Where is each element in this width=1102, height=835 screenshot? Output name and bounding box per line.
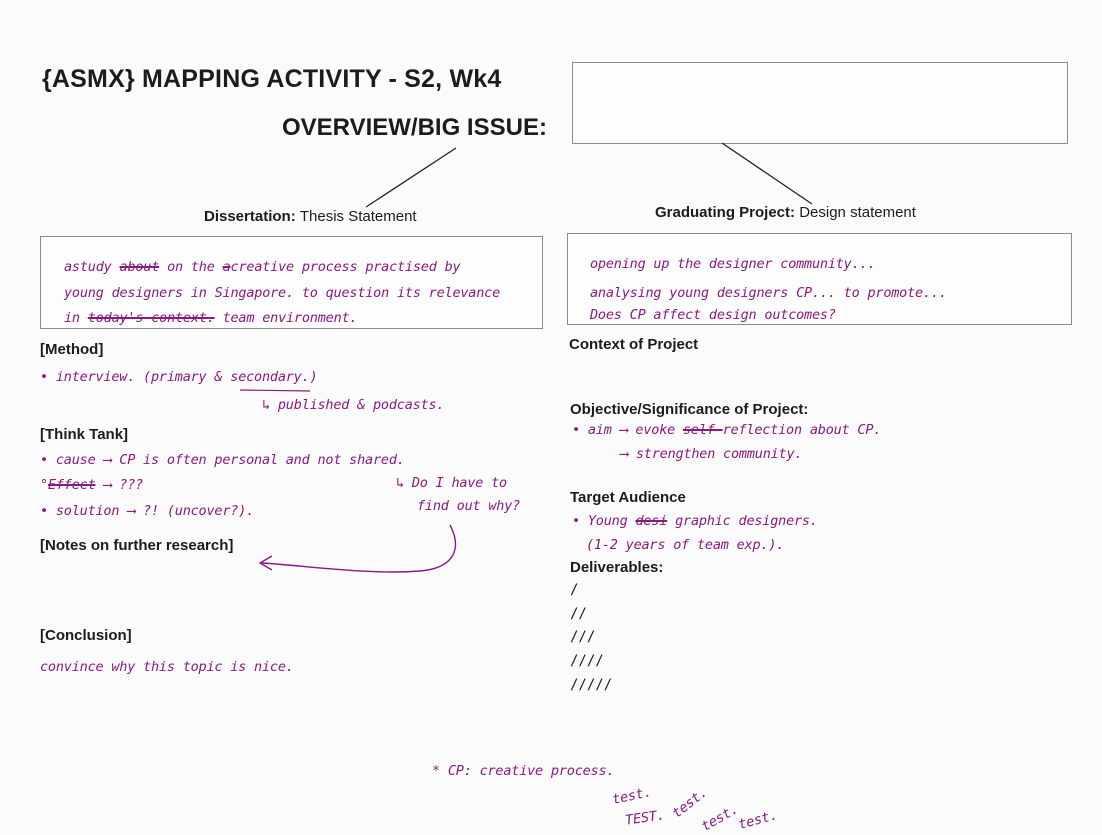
dissertation-heading: Dissertation: Thesis Statement: [204, 208, 417, 225]
think-tank-label: [Think Tank]: [40, 426, 129, 443]
deliverable-2: //: [570, 606, 587, 622]
think-tank-item-solution: • solution ⟶ ?! (uncover?).: [40, 503, 255, 519]
thesis-line-1: astudy about on the acreative process pr…: [64, 259, 461, 275]
think-tank-effect-rest: ⟶ ???: [103, 477, 144, 493]
footnote-cp: * CP: creative process.: [432, 763, 615, 779]
thesis-strike-3: today's context.: [87, 310, 215, 326]
thesis-line-1b: on the: [167, 259, 215, 275]
connector-left: [365, 147, 457, 208]
project-heading-bold: Graduating Project:: [655, 204, 796, 221]
method-sub: ↳ published & podcasts.: [262, 397, 445, 413]
objective-strike: self-: [683, 422, 723, 438]
deliverable-3: ///: [570, 629, 596, 645]
conclusion-label: [Conclusion]: [40, 627, 132, 644]
design-line-1: opening up the designer community...: [590, 256, 876, 272]
thesis-line-2: young designers in Singapore. to questio…: [64, 285, 501, 301]
notes-arrow-head: [258, 555, 273, 571]
thesis-line-3a: in: [64, 310, 80, 326]
thesis-line-1c: creative process practised by: [230, 259, 461, 275]
thesis-statement-box[interactable]: astudy about on the acreative process pr…: [40, 236, 543, 329]
secondary-underline: [239, 389, 311, 392]
deliverable-5: /////: [570, 677, 613, 693]
overview-label: OVERVIEW/BIG ISSUE:: [282, 114, 547, 141]
audience-label: Target Audience: [570, 489, 686, 506]
thesis-line-1a: astudy: [64, 259, 112, 275]
objective-aim-b: reflection about CP.: [722, 422, 882, 438]
notes-arrow: [261, 524, 457, 573]
dissertation-heading-rest: Thesis Statement: [299, 208, 417, 225]
think-tank-aside-1: ↳ Do I have to: [396, 475, 507, 491]
notes-label: [Notes on further research]: [40, 537, 234, 554]
conclusion-note: convince why this topic is nice.: [40, 659, 294, 675]
audience-graphic: graphic designers.: [675, 513, 818, 529]
thesis-line-3: in today's context. team environment.: [64, 310, 358, 326]
think-tank-item-cause: • cause ⟶ CP is often personal and not s…: [40, 452, 405, 468]
think-tank-aside-2: find out why?: [417, 498, 521, 514]
deliverable-1: /: [570, 582, 579, 598]
test-4: test.: [698, 801, 741, 835]
audience-item-1: • Young desi graphic designers.: [572, 513, 818, 529]
project-heading: Graduating Project: Design statement: [655, 204, 916, 221]
test-3: test.: [669, 784, 711, 822]
method-label: [Method]: [40, 341, 104, 358]
thesis-strike-2: a: [222, 259, 231, 275]
design-statement-box[interactable]: opening up the designer community... ana…: [567, 233, 1072, 325]
deliverable-4: ////: [570, 653, 604, 669]
dissertation-heading-bold: Dissertation:: [204, 208, 296, 225]
audience-young: • Young: [572, 513, 628, 529]
objective-label: Objective/Significance of Project:: [570, 401, 809, 418]
connector-right: [721, 142, 813, 205]
page-title: {ASMX} MAPPING ACTIVITY - S2, Wk4: [42, 65, 502, 93]
test-5: test.: [736, 807, 780, 833]
project-heading-rest: Design statement: [799, 204, 916, 221]
think-tank-effect-strike: Effect: [47, 477, 96, 493]
thesis-line-3b: team environment.: [222, 310, 358, 326]
design-line-3: Does CP affect design outcomes?: [590, 307, 836, 323]
audience-item-2: (1-2 years of team exp.).: [586, 537, 785, 553]
deliverables-label: Deliverables:: [570, 559, 664, 576]
objective-item-aim: • aim ⟶ evoke self-reflection about CP.: [572, 422, 881, 438]
objective-aim-a: • aim ⟶ evoke: [572, 422, 676, 438]
context-label: Context of Project: [569, 336, 699, 353]
objective-item-strengthen: ⟶ strengthen community.: [620, 446, 803, 462]
audience-strike: desi: [635, 513, 668, 529]
overview-box[interactable]: [572, 62, 1068, 144]
method-note: • interview. (primary & secondary.): [40, 369, 318, 385]
test-1: test.: [610, 784, 653, 808]
design-line-2: analysing young designers CP... to promo…: [590, 285, 947, 301]
thesis-strike-1: about: [119, 259, 160, 275]
test-2: TEST.: [624, 807, 666, 829]
think-tank-item-effect: °Effect ⟶ ???: [40, 477, 144, 493]
